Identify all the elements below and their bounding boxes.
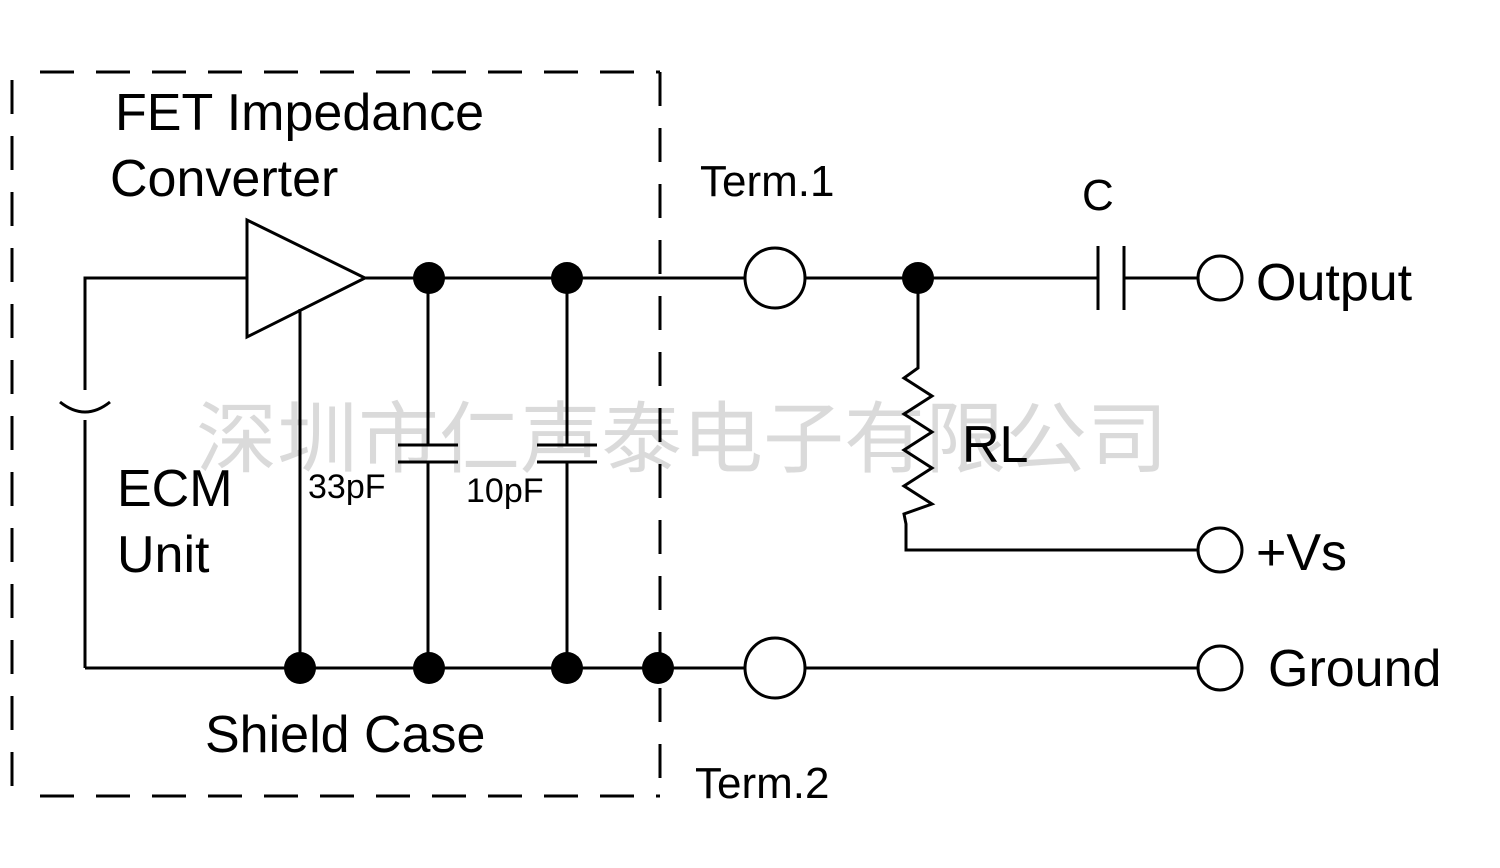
watermark-text: 深圳市仁声泰电子有限公司 bbox=[196, 395, 1168, 485]
ecm-label-line1: ECM bbox=[117, 460, 233, 518]
ecm-element bbox=[59, 276, 247, 668]
shield-case-label: Shield Case bbox=[205, 706, 485, 764]
junction-dot bbox=[413, 262, 445, 294]
term2-label: Term.2 bbox=[695, 759, 829, 808]
term1-label: Term.1 bbox=[700, 157, 834, 206]
cap-33pf-label: 33pF bbox=[308, 468, 386, 506]
fet-label-line1: FET Impedance bbox=[115, 84, 484, 142]
junction-dot bbox=[642, 652, 674, 684]
cap-10pf-label: 10pF bbox=[466, 472, 544, 510]
junction-dot bbox=[902, 262, 934, 294]
junction-dot bbox=[413, 652, 445, 684]
term1-terminal bbox=[743, 246, 807, 310]
resistor-rl bbox=[901, 278, 1198, 552]
fet-amplifier-symbol bbox=[245, 217, 369, 668]
fet-label-line2: Converter bbox=[110, 150, 338, 208]
vs-terminal bbox=[1196, 526, 1244, 574]
ecm-label-line2: Unit bbox=[117, 526, 210, 584]
capacitor-c bbox=[1096, 246, 1126, 310]
capacitor-10pf bbox=[537, 278, 597, 668]
output-label: Output bbox=[1256, 254, 1413, 312]
junction-dot bbox=[551, 652, 583, 684]
ground-label: Ground bbox=[1268, 640, 1441, 698]
output-terminal bbox=[1196, 254, 1244, 302]
junction-dot bbox=[551, 262, 583, 294]
cap-c-label: C bbox=[1082, 171, 1114, 220]
term2-terminal bbox=[743, 636, 807, 700]
capacitor-33pf bbox=[398, 278, 458, 668]
rl-label: RL bbox=[962, 416, 1028, 474]
vs-label: +Vs bbox=[1256, 524, 1347, 582]
junction-dot bbox=[284, 652, 316, 684]
shield-case-boundary bbox=[10, 70, 662, 798]
ground-terminal bbox=[1196, 644, 1244, 692]
